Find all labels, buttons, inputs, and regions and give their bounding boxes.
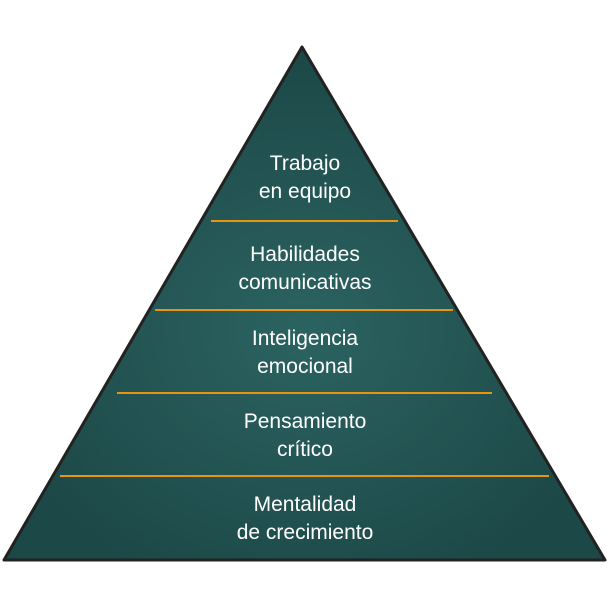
pyramid-shape <box>2 45 607 562</box>
label-line: Mentalidad <box>253 493 357 516</box>
label-line: Pensamiento <box>243 410 367 433</box>
label-line: Trabajo <box>269 152 341 175</box>
label-line: emocional <box>257 355 353 378</box>
label-line: en equipo <box>258 180 352 203</box>
label-line: Inteligencia <box>251 327 359 350</box>
level-3-label: Inteligencia emocional <box>155 325 455 381</box>
label-line: Habilidades <box>250 243 360 266</box>
label-line: crítico <box>276 438 333 461</box>
level-5-label: Mentalidad de crecimiento <box>155 491 455 547</box>
label-line: comunicativas <box>238 271 372 294</box>
level-4-label: Pensamiento crítico <box>155 408 455 464</box>
label-line: de crecimiento <box>236 521 374 544</box>
level-2-label: Habilidades comunicativas <box>155 241 455 297</box>
level-1-label: Trabajo en equipo <box>155 150 455 206</box>
